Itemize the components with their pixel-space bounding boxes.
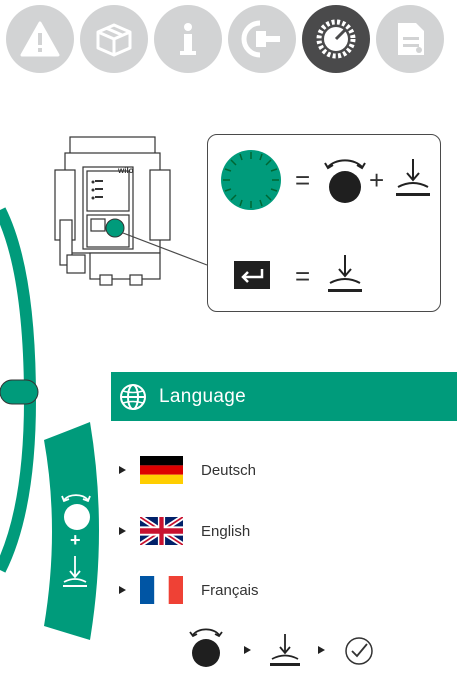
device-brand-label: wilo — [118, 166, 134, 175]
info-icon — [180, 23, 196, 55]
device-dial-knob — [105, 218, 125, 238]
warning-tab[interactable] — [6, 5, 74, 73]
press-icon-2 — [328, 255, 362, 292]
pointer-arrow-icon — [119, 466, 126, 474]
press-icon — [270, 634, 300, 666]
pump-device-illustration — [54, 136, 208, 286]
top-tab-bar — [6, 5, 468, 75]
installation-tab[interactable] — [228, 5, 296, 73]
language-option-francais[interactable]: Français — [112, 570, 412, 610]
language-option-label: English — [201, 522, 251, 540]
pointer-arrow-icon — [244, 646, 251, 654]
language-option-deutsch[interactable]: Deutsch — [112, 450, 412, 490]
callout-box: = + = — [207, 134, 441, 312]
rotate-knob-icon — [189, 628, 223, 667]
plus-sign: + — [369, 165, 385, 195]
press-icon — [396, 159, 430, 196]
side-plus-sign: + — [70, 530, 81, 550]
language-option-label: Français — [201, 581, 259, 599]
equals-sign-2: = — [295, 261, 311, 291]
plug-icon — [241, 20, 280, 58]
language-menu-header: Language — [111, 372, 457, 421]
rotate-knob-icon — [324, 159, 366, 203]
de-flag-icon — [140, 456, 183, 484]
info-tab[interactable] — [154, 5, 222, 73]
fr-flag-icon — [140, 576, 183, 604]
warning-icon — [20, 21, 60, 57]
pointer-arrow-icon — [119, 527, 126, 535]
document-tab[interactable] — [376, 5, 444, 73]
left-control-arc — [0, 207, 99, 640]
dial-icon — [316, 19, 356, 59]
box-icon — [96, 23, 132, 57]
back-button-icon — [234, 261, 270, 289]
language-option-english[interactable]: English — [112, 511, 412, 551]
equals-sign: = — [295, 165, 311, 195]
globe-icon — [120, 383, 146, 410]
operation-sequence — [189, 628, 373, 667]
green-dial-knob-icon — [221, 150, 281, 210]
language-option-label: Deutsch — [201, 461, 257, 479]
pointer-arrow-icon — [119, 586, 126, 594]
pointer-arrow-icon — [318, 646, 325, 654]
uk-flag-icon — [140, 517, 183, 545]
language-menu-title: Language — [159, 385, 246, 407]
package-tab[interactable] — [80, 5, 148, 73]
document-icon — [398, 23, 424, 55]
settings-tab[interactable] — [302, 5, 370, 73]
checkmark-circle-icon — [345, 637, 373, 665]
